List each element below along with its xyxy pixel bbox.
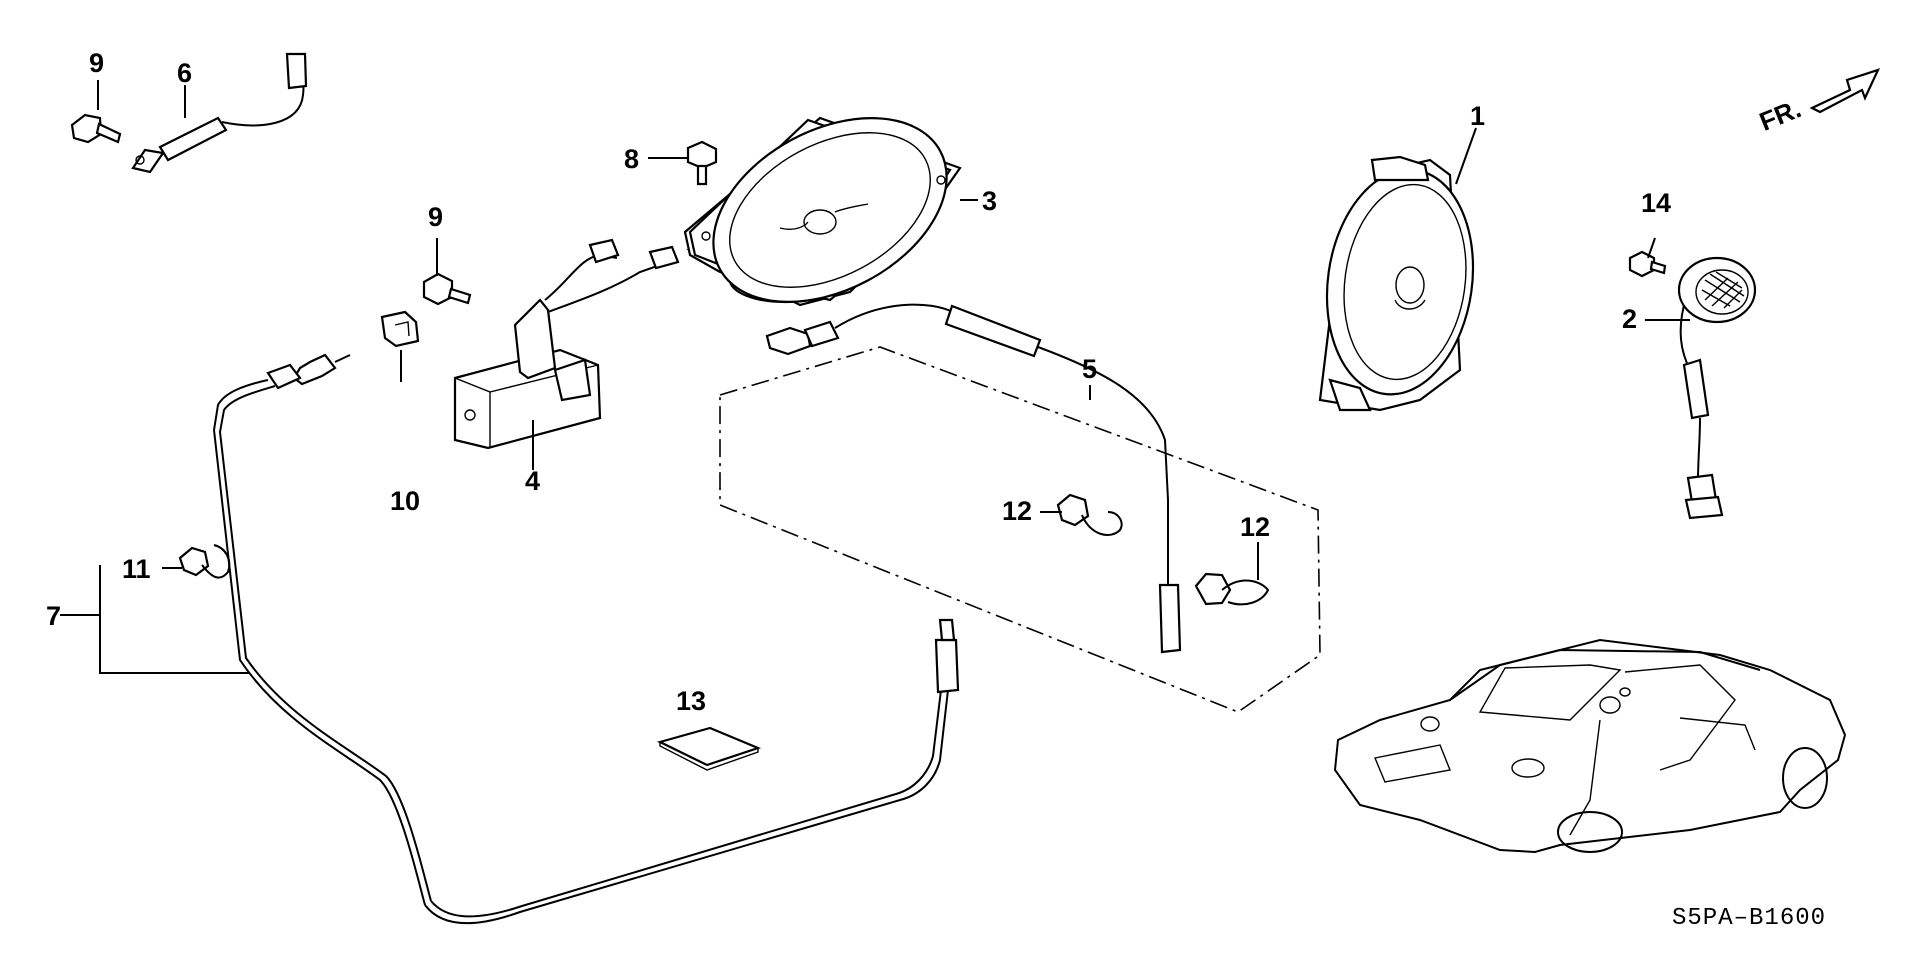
- cable-clamp-part[interactable]: [1056, 493, 1123, 536]
- diagram-code: S5PA–B1600: [1672, 905, 1826, 932]
- bolt-part[interactable]: [422, 272, 472, 306]
- tweeter-part[interactable]: [1677, 256, 1757, 520]
- vehicle-location-illustration: [1333, 638, 1847, 854]
- antenna-extension-kit: [719, 346, 1321, 713]
- callout-12-right: 12: [1240, 512, 1270, 542]
- cable-clamp-part[interactable]: [178, 544, 231, 579]
- cushion-pad-part[interactable]: [656, 726, 762, 771]
- callout-11: 11: [122, 554, 151, 584]
- clip-part[interactable]: [380, 310, 420, 348]
- callout-labels: 1 2 3 4 5 6 7 8 9 9 10 11 12 12 13 14: [46, 48, 1671, 716]
- screw-part[interactable]: [686, 140, 718, 186]
- callout-9-top: 9: [89, 48, 104, 78]
- callout-8: 8: [624, 144, 639, 174]
- callout-5: 5: [1082, 354, 1097, 384]
- callout-1: 1: [1470, 101, 1485, 131]
- callout-3: 3: [982, 186, 997, 216]
- callout-10: 10: [390, 486, 420, 516]
- rear-speaker-part[interactable]: [682, 81, 978, 340]
- ground-cable-part[interactable]: [131, 52, 308, 174]
- callout-6: 6: [177, 58, 192, 88]
- antenna-module-part[interactable]: [453, 238, 680, 450]
- callout-7: 7: [46, 601, 61, 631]
- front-speaker-part[interactable]: [1313, 155, 1487, 412]
- antenna-extension-cable-part[interactable]: [765, 303, 1270, 654]
- callout-14: 14: [1641, 188, 1671, 218]
- screw-part[interactable]: [1628, 250, 1667, 278]
- callout-2: 2: [1622, 304, 1637, 334]
- callout-9-module: 9: [428, 202, 443, 232]
- callout-13: 13: [676, 686, 706, 716]
- front-direction-indicator: FR.: [1755, 68, 1881, 137]
- callout-4: 4: [525, 466, 540, 496]
- leader-lines: [60, 80, 1690, 674]
- bolt-part[interactable]: [70, 113, 122, 144]
- antenna-feeder-cable-part[interactable]: [212, 353, 960, 925]
- front-label: FR.: [1755, 93, 1805, 137]
- callout-12-left: 12: [1002, 496, 1032, 526]
